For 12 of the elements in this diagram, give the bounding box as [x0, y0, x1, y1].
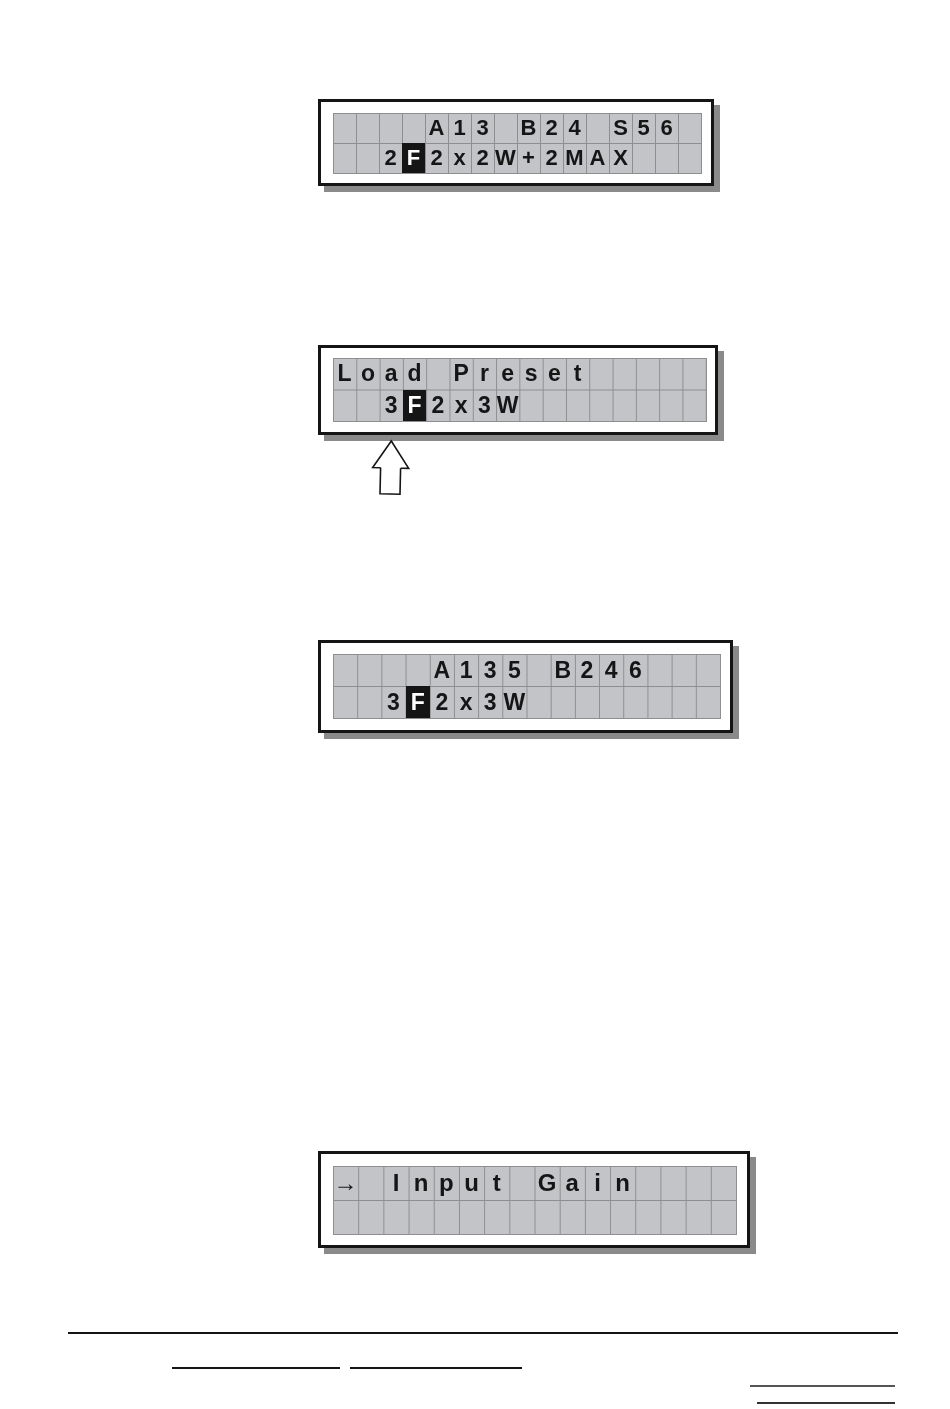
pointer-arrow	[371, 440, 410, 495]
display-text: L o a d P r e s e t	[336, 359, 583, 388]
lcd-display	[318, 640, 739, 739]
lcd-display	[318, 99, 720, 192]
display-text: → I n p u t G a i n	[333, 1168, 631, 1198]
display-text: A 1 3 5 B 2 4 6	[432, 656, 643, 685]
display-text: A 1 3 B 2 4 S 5 6	[427, 114, 674, 142]
lcd-display	[318, 1151, 756, 1254]
display-text: 3 F 2 x 3 W	[379, 389, 520, 421]
display-text: 3 F 2 x 3 W	[381, 686, 527, 718]
lcd-display	[318, 345, 724, 441]
display-text: 2 F 2 x 2 W + 2 M A X	[379, 143, 632, 173]
